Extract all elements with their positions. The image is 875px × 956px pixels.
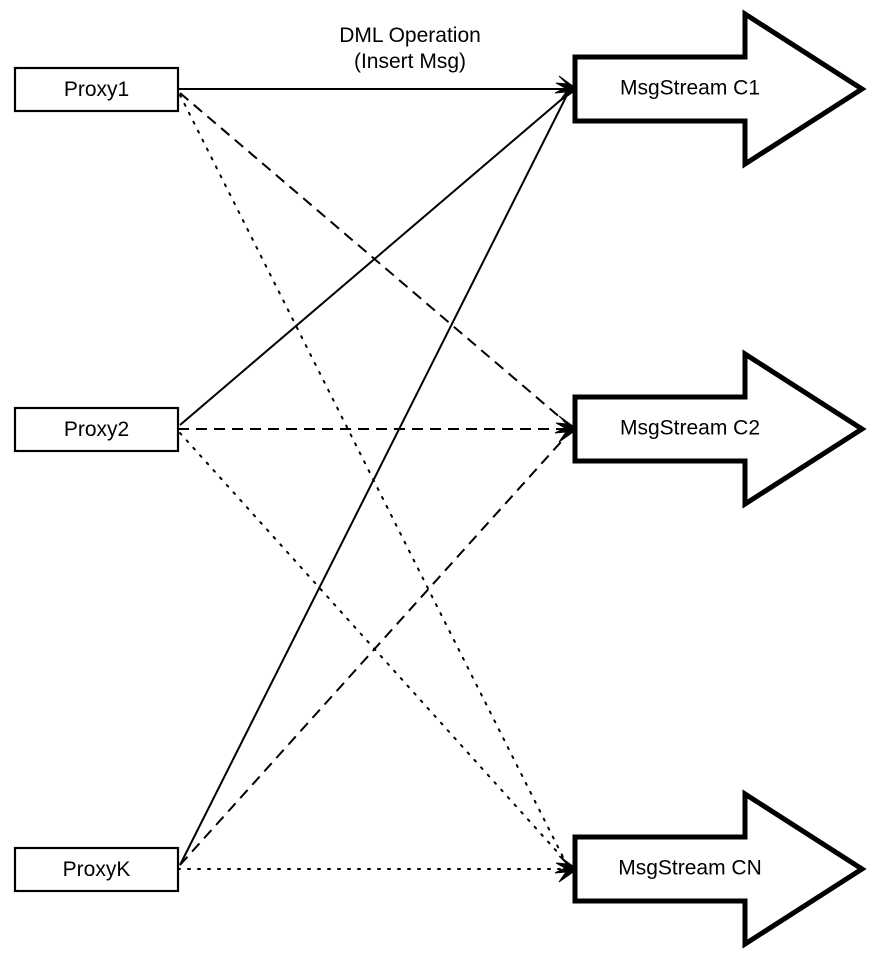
msgstream-label: MsgStream CN xyxy=(618,857,762,880)
msgstream-c2[interactable]: MsgStream C2 xyxy=(572,349,867,509)
msgstream-label: MsgStream C2 xyxy=(620,417,760,440)
proxy-label: ProxyK xyxy=(63,858,131,881)
proxy-box-shape[interactable] xyxy=(13,66,180,113)
link-proxyk-c1 xyxy=(179,94,568,866)
arrowhead-head-cn xyxy=(554,855,578,883)
msgstream-layer: MsgStream C1 MsgStream C2 MsgStream CN xyxy=(572,9,867,949)
edge-annotation-dml-operation: DML Operation (Insert Msg) xyxy=(339,24,481,73)
annotation-line-2: (Insert Msg) xyxy=(354,50,466,73)
link-line-solid xyxy=(179,92,570,426)
msgstream-c1[interactable]: MsgStream C1 xyxy=(572,9,867,169)
annotation-line-1: DML Operation xyxy=(339,24,481,47)
link-proxy2-c1 xyxy=(179,92,570,426)
proxy-node-proxyk[interactable]: ProxyK xyxy=(13,846,180,893)
proxy-node-proxy1[interactable]: Proxy1 xyxy=(13,66,180,113)
arrowhead-head-c2 xyxy=(554,415,578,443)
msgstream-cn[interactable]: MsgStream CN xyxy=(572,789,867,949)
arrowhead-head-c1 xyxy=(554,75,578,103)
proxy-label: Proxy1 xyxy=(64,78,129,101)
msgstream-arrow-shape[interactable] xyxy=(572,9,867,169)
proxy-label: Proxy2 xyxy=(64,418,129,441)
proxy-box-shape[interactable] xyxy=(13,406,180,453)
arrowheads-layer xyxy=(554,75,578,883)
msgstream-label: MsgStream C1 xyxy=(620,77,760,100)
link-proxyk-c2 xyxy=(179,432,570,866)
links-layer xyxy=(177,88,572,870)
proxy-box-shape[interactable] xyxy=(13,846,180,893)
msgstream-arrow-shape[interactable] xyxy=(572,789,867,949)
proxy-node-proxy2[interactable]: Proxy2 xyxy=(13,406,180,453)
msgstream-arrow-shape[interactable] xyxy=(572,349,867,509)
link-line-dashed xyxy=(179,432,570,866)
link-line-solid xyxy=(179,94,568,866)
